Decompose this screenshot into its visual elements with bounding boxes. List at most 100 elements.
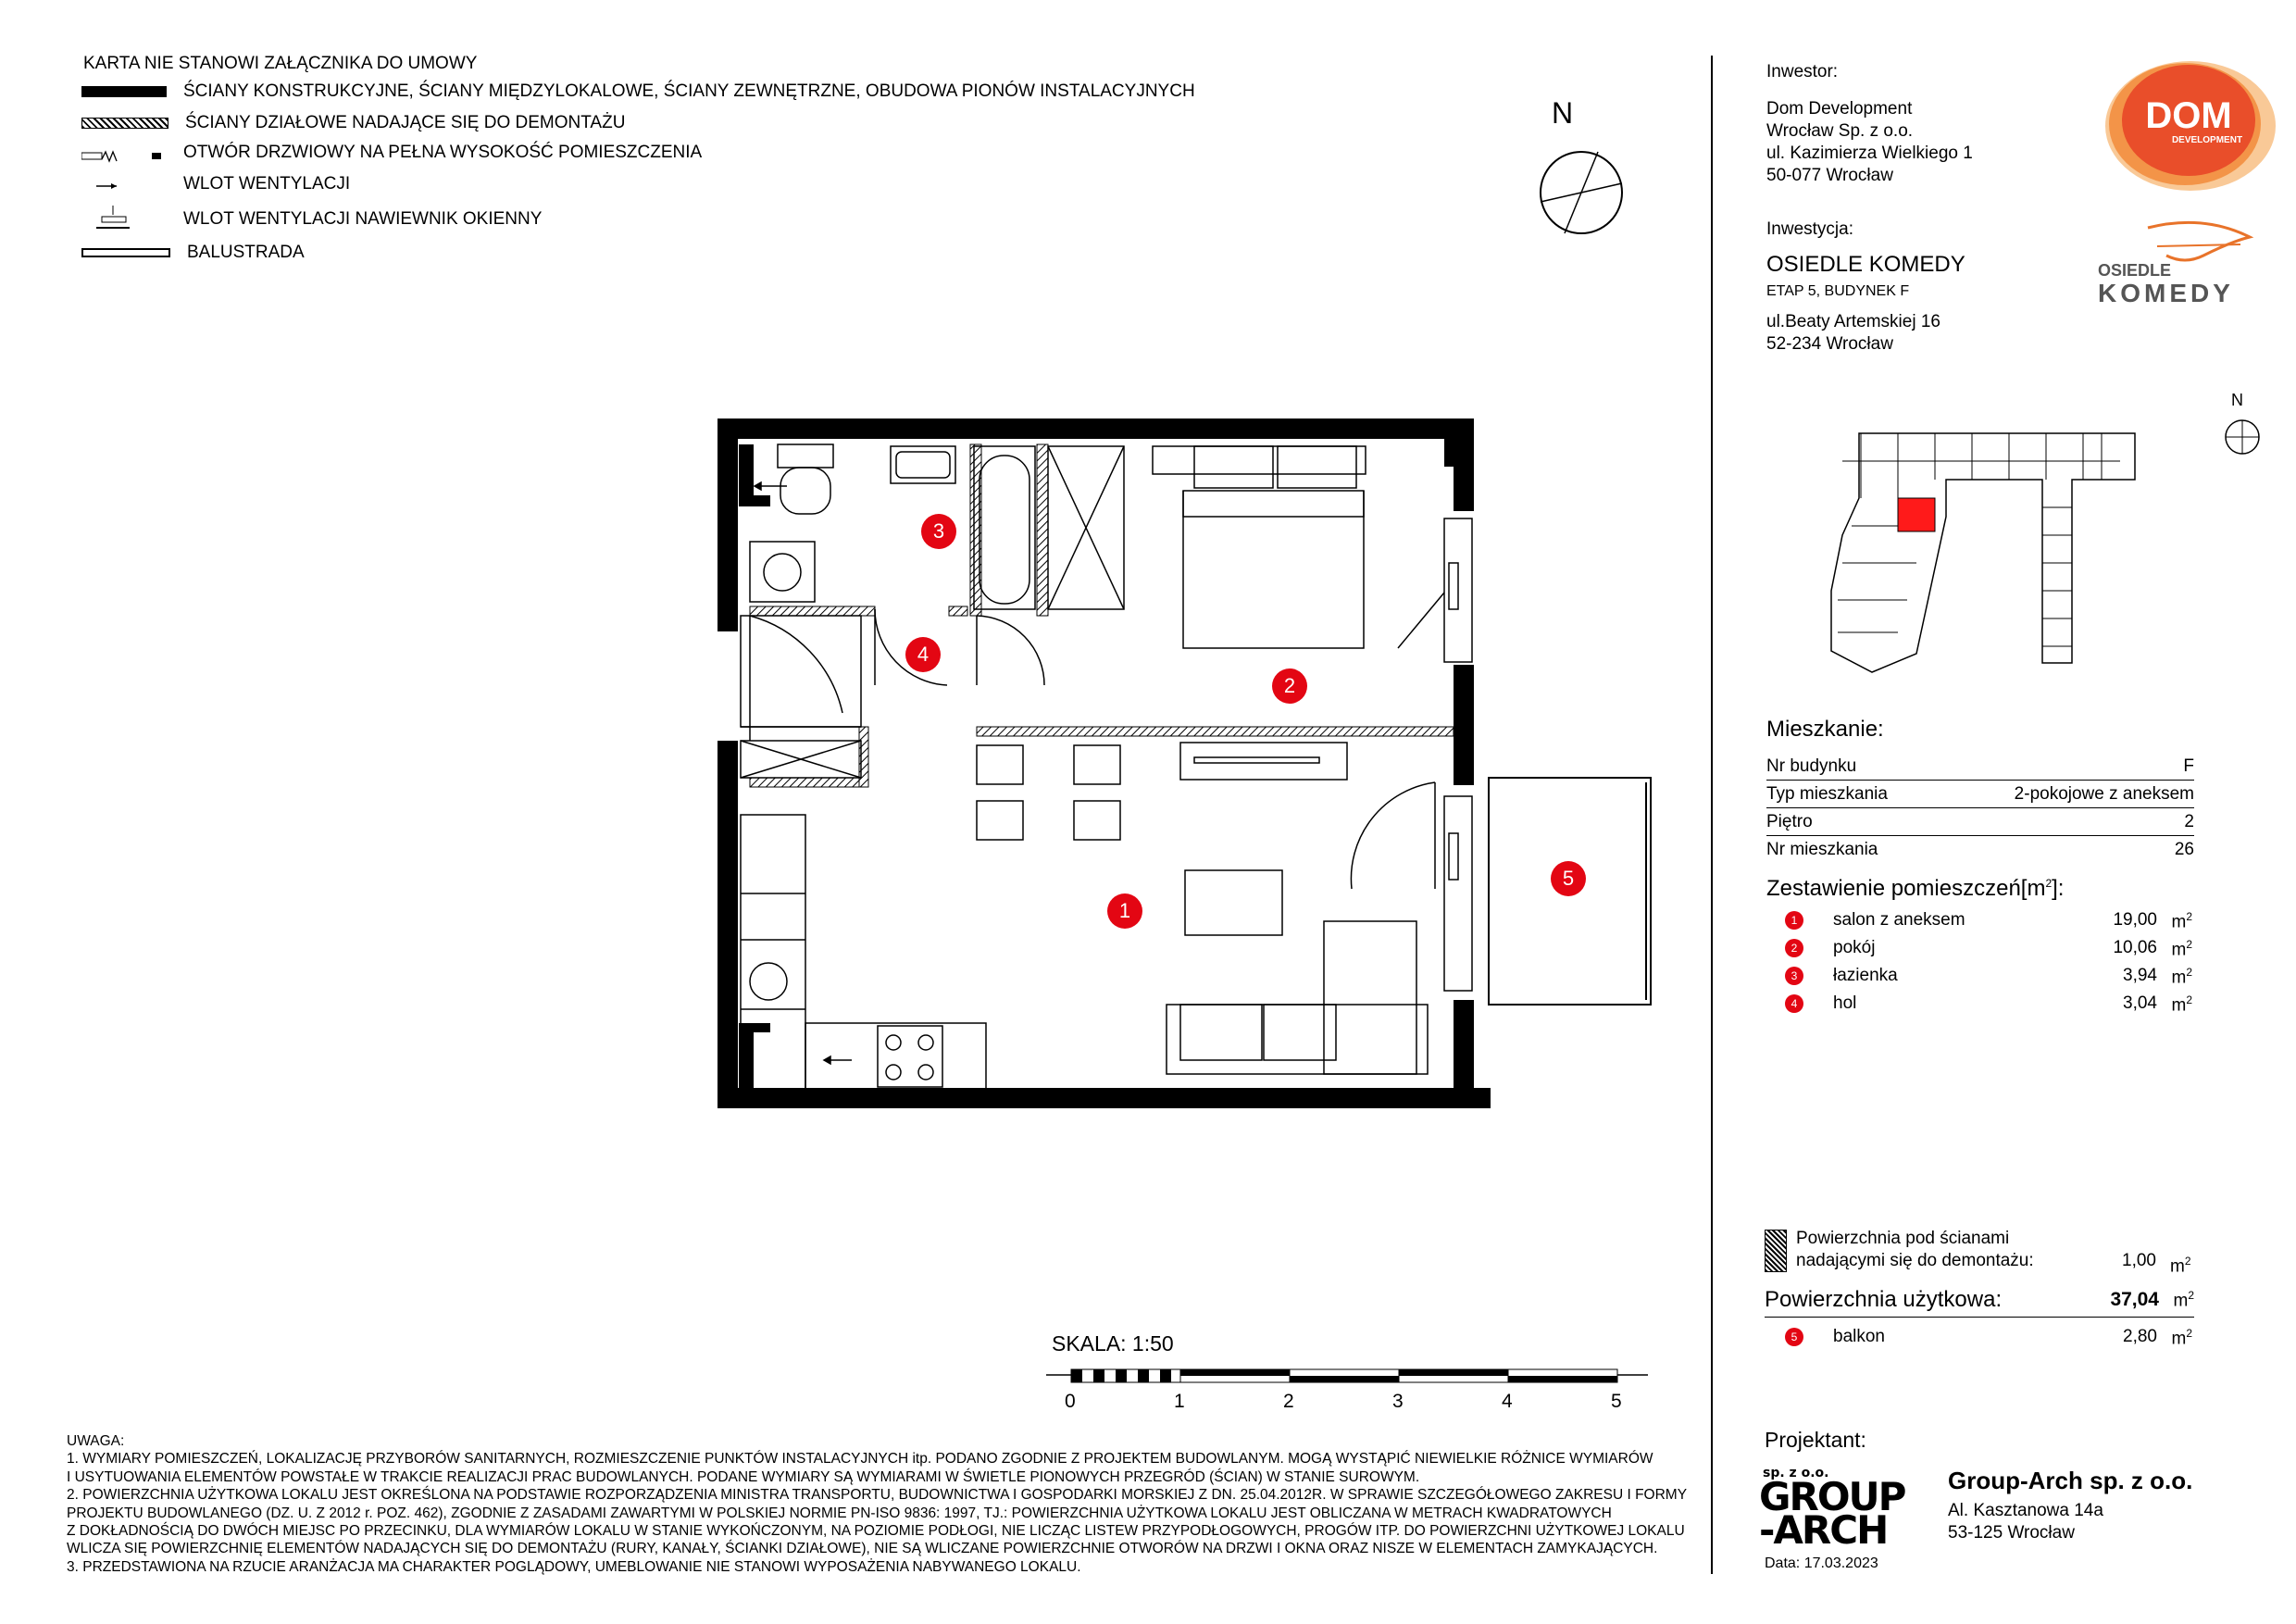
investment-address2: 52-234 Wrocław	[1766, 334, 1893, 354]
legend-item: ŚCIANY KONSTRUKCYJNE, ŚCIANY MIĘDZYLOKAL…	[81, 81, 1195, 102]
usable-area: 37,04	[2110, 1289, 2159, 1310]
group-arch-logo: sp. z o.o. GROUP -ARCH	[1759, 1466, 1906, 1553]
demolition-label: Powierzchnia pod ścianami nadającymi się…	[1796, 1229, 2034, 1270]
room-unit: m2	[2171, 938, 2192, 960]
panel-divider	[1711, 56, 1713, 1574]
bedroom-furniture	[1152, 445, 1445, 649]
room-area: 3,04	[2123, 993, 2157, 1013]
scale-tick: 1	[1174, 1391, 1185, 1412]
room-name: hol	[1833, 993, 1857, 1013]
compass-north-label: N	[1552, 96, 1574, 130]
room-number-badge: 3	[1785, 967, 1803, 985]
komedy-logo-line2: KOMEDY	[2098, 279, 2234, 307]
note-line: 3. PRZEDSTAWIONA NA RZUCIE ARANŻACJA MA …	[67, 1558, 1081, 1575]
demolition-area: 1,00	[2122, 1251, 2156, 1270]
room-unit: m2	[2171, 1327, 2192, 1349]
investor-line: ul. Kazimierza Wielkiego 1	[1766, 144, 1973, 163]
legend-label: WLOT WENTYLACJI NAWIEWNIK OKIENNY	[183, 209, 543, 229]
bathroom-fixtures	[749, 443, 1125, 610]
room-marker-5: 5	[1551, 861, 1586, 896]
investor-line: 50-077 Wrocław	[1766, 166, 1893, 185]
apartment-row: Nr mieszkania 26	[1766, 835, 2194, 863]
row-value: F	[2183, 756, 2194, 776]
usable-area-row: Powierzchnia użytkowa: 37,04 m2	[1765, 1283, 2194, 1318]
logo-small: sp. z o.o.	[1763, 1466, 1829, 1480]
site-plan	[1830, 432, 2136, 673]
room-marker-1: 1	[1107, 893, 1142, 929]
door-swings	[749, 608, 1436, 890]
row-value: 26	[2174, 840, 2194, 859]
row-label: Typ mieszkania	[1766, 784, 1888, 804]
door-opening-icon	[81, 148, 167, 163]
investor-address: Dom Development Wrocław Sp. z o.o. ul. K…	[1766, 98, 1973, 187]
legend-item: BALUSTRADA	[81, 243, 305, 263]
demolition-unit: m2	[2170, 1255, 2191, 1277]
scale-tick: 0	[1065, 1391, 1076, 1412]
legend-item: OTWÓR DRZWIOWY NA PEŁNA WYSOKOŚĆ POMIESZ…	[81, 143, 702, 163]
dom-development-logo: DOM DEVELOPMENT	[2105, 61, 2276, 191]
investment-heading: Inwestycja:	[1766, 219, 1853, 239]
note-line: Z DOKŁADNOŚCIĄ DO DWÓCH MIEJSC PO PRZECI…	[67, 1523, 1685, 1540]
designer-name: Group-Arch sp. z o.o.	[1948, 1467, 2193, 1494]
room-area: 10,06	[2113, 938, 2157, 957]
note-line: 1. WYMIARY POMIESZCZEŃ, LOKALIZACJĘ PRZY…	[67, 1451, 1653, 1468]
room-row: 3 łazienka 3,94 m2	[1785, 963, 2192, 991]
scale-tick: 5	[1611, 1391, 1622, 1412]
living-furniture	[976, 742, 1429, 1075]
room-area: 19,00	[2113, 910, 2157, 930]
scale-tick: 4	[1502, 1391, 1513, 1412]
room-area: 3,94	[2123, 966, 2157, 985]
komedy-logo-line1: OSIEDLE	[2098, 261, 2171, 280]
note-line: PROJEKTU BUDOWLANEGO (DZ. U. Z 2012 r. P…	[67, 1505, 1612, 1521]
room-number-badge: 4	[1785, 994, 1803, 1013]
investment-address1: ul.Beaty Artemskiej 16	[1766, 312, 1940, 331]
osiedle-komedy-logo: OSIEDLE KOMEDY	[2098, 220, 2254, 307]
note-line: 2. POWIERZCHNIA UŻYTKOWA LOKALU JEST OKR…	[67, 1487, 1688, 1504]
floor-plan	[718, 418, 1652, 1108]
legend-item: WLOT WENTYLACJI NAWIEWNIK OKIENNY	[81, 206, 542, 233]
room-area: 2,80	[2123, 1327, 2157, 1346]
windows	[1443, 518, 1473, 992]
room-name: pokój	[1833, 938, 1876, 957]
dom-logo-text: DOM	[2145, 95, 2231, 136]
logo-line1: GROUP	[1759, 1474, 1906, 1519]
room-marker-2: 2	[1272, 668, 1307, 704]
room-name: salon z aneksem	[1833, 910, 1965, 930]
legend-label: ŚCIANY DZIAŁOWE NADAJĄCE SIĘ DO DEMONTAŻ…	[185, 113, 626, 132]
legend-label: OTWÓR DRZWIOWY NA PEŁNA WYSOKOŚĆ POMIESZ…	[183, 143, 703, 162]
room-row: 1 salon z aneksem 19,00 m2	[1785, 907, 2192, 935]
wall-solid-icon	[81, 86, 167, 97]
room-number-badge: 1	[1785, 911, 1803, 930]
room-number-badge: 5	[1785, 1328, 1803, 1346]
vent-inlet-icon	[81, 178, 167, 191]
legend-label: ŚCIANY KONSTRUKCYJNE, ŚCIANY MIĘDZYLOKAL…	[183, 81, 1195, 101]
balcony-row: 5 balkon 2,80 m2	[1785, 1324, 2192, 1352]
room-number-badge: 2	[1785, 939, 1803, 957]
row-label: Nr mieszkania	[1766, 840, 1878, 859]
designer-date: Data: 17.03.2023	[1765, 1555, 1878, 1571]
kitchen	[740, 814, 987, 1093]
notes: UWAGA: 1. WYMIARY POMIESZCZEŃ, LOKALIZAC…	[67, 1432, 1705, 1576]
wall-hatched-icon	[81, 118, 168, 129]
compass-icon	[1540, 151, 1623, 234]
room-unit: m2	[2171, 966, 2192, 988]
scale-tick: 3	[1392, 1391, 1404, 1412]
apartment-location-marker	[1897, 497, 1936, 532]
investor-line: Wrocław Sp. z o.o.	[1766, 121, 1914, 141]
investment-stage: ETAP 5, BUDYNEK F	[1766, 283, 1910, 299]
room-row: 2 pokój 10,06 m2	[1785, 935, 2192, 963]
site-compass-icon	[2225, 419, 2260, 455]
note-line: WLICZA SIĘ POWIERZCHNIĘ ELEMENTÓW NADAJĄ…	[67, 1541, 1658, 1557]
logo-line2: -ARCH	[1759, 1507, 1889, 1553]
usable-unit: m2	[2173, 1289, 2194, 1311]
legend-label: BALUSTRADA	[187, 243, 305, 262]
window-vent-icon	[81, 206, 167, 233]
designer-heading: Projektant:	[1765, 1428, 1866, 1452]
row-label: Piętro	[1766, 812, 1813, 831]
balcony	[1488, 777, 1652, 1006]
legend-title: KARTA NIE STANOWI ZAŁĄCZNIKA DO UMOWY	[83, 54, 478, 73]
row-value: 2-pokojowe z aneksem	[2014, 784, 2194, 804]
designer-address1: Al. Kasztanowa 14a	[1948, 1501, 2103, 1520]
balustrade-icon	[81, 248, 170, 257]
